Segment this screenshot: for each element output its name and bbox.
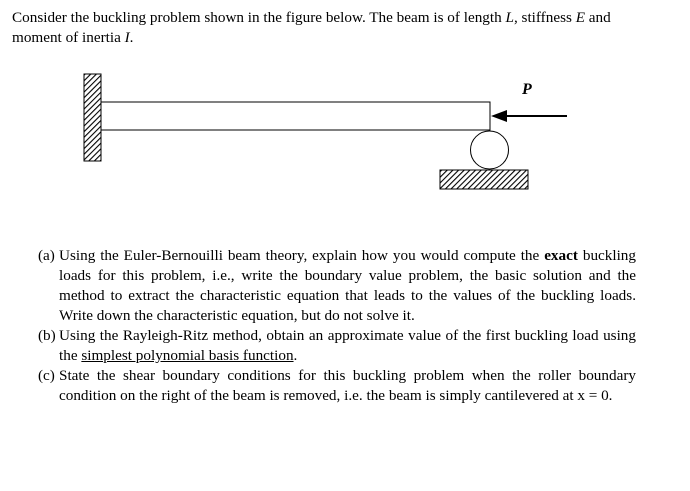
part-c-label: (c) <box>38 367 55 384</box>
load-label: P <box>521 81 532 98</box>
roller-support <box>470 130 509 170</box>
part-b-text: Using the Rayleigh-Ritz method, obtain a… <box>59 327 636 364</box>
part-b-underlined: simplest polynomial basis function <box>81 347 294 364</box>
part-c-text: State the shear boundary conditions for … <box>59 367 636 404</box>
length-symbol: L <box>505 9 514 26</box>
fixed-wall-support <box>83 73 102 162</box>
part-a-emphasis: exact <box>544 247 578 264</box>
stiffness-symbol: E <box>575 9 585 26</box>
part-b: (b) Using the Rayleigh-Ritz method, obta… <box>38 326 636 366</box>
part-a-label: (a) <box>38 247 55 264</box>
part-b-label: (b) <box>38 327 56 344</box>
inertia-symbol: I <box>124 29 130 46</box>
ground-hatch <box>439 169 529 190</box>
problem-statement: Consider the buckling problem shown in t… <box>12 9 611 46</box>
part-a: (a) Using the Euler-Bernouilli beam theo… <box>38 246 636 326</box>
beam <box>100 101 491 131</box>
question-parts: (a) Using the Euler-Bernouilli beam theo… <box>38 246 636 406</box>
part-c: (c) State the shear boundary conditions … <box>38 366 636 406</box>
part-a-text: Using the Euler-Bernouilli beam theory, … <box>59 247 636 324</box>
load-arrow-head <box>491 110 507 122</box>
